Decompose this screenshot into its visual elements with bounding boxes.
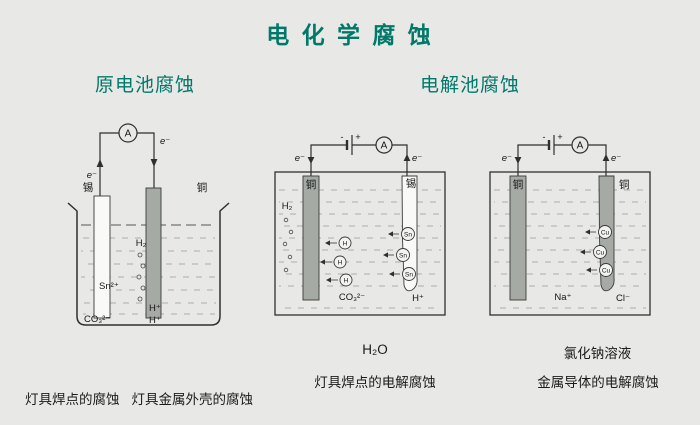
ammeter [118, 123, 138, 143]
ammeter-label: A [577, 141, 584, 152]
svg-text:H: H [343, 241, 348, 248]
caption-conductor-electrolysis: 金属导体的电解腐蚀 [537, 375, 659, 390]
electron-label-left: e⁻ [87, 170, 97, 181]
svg-text:H: H [338, 260, 343, 267]
galvanic-cell-diagram: A e⁻ e⁻ 锡 铜 H₂ Sn²⁺ CO₃²⁻ H⁺ H⁺ [67, 123, 230, 326]
galvanic-captions: 灯具焊点的腐蚀 灯具金属外壳的腐蚀 [25, 388, 285, 408]
electrolysis-tank [489, 171, 651, 316]
tin-electrode-label: 锡 [83, 181, 94, 194]
solder-electrolysis-diagram: - + A e⁻ e⁻ 铜 锡 H₂ H H [274, 132, 446, 316]
svg-text:H: H [344, 278, 349, 285]
hydrogen-ion-particles: H H H [320, 236, 353, 287]
caption-solder-corrosion: 灯具焊点的腐蚀 [25, 392, 120, 407]
electrolysis-tank [274, 171, 446, 316]
hydrogen-bubbles [136, 252, 146, 302]
h2-label: H₂ [282, 201, 293, 212]
battery-plus-label: + [557, 132, 562, 142]
copper-ion-particles: Cu Cu Cu [580, 225, 613, 277]
h-ion-label-2: H⁺ [149, 315, 161, 326]
electron-label-right: e⁻ [412, 153, 422, 164]
copper-cathode [509, 175, 527, 301]
chloride-ion-label: Cl⁻ [616, 293, 630, 304]
ammeter-label: A [125, 129, 132, 140]
solution-label-nacl: 氯化钠溶液 [563, 346, 632, 361]
electron-arrow-down-icon [307, 157, 315, 164]
electron-label-right: e⁻ [160, 136, 170, 147]
electron-label-left: e⁻ [295, 153, 305, 164]
h-ion-label: H⁺ [412, 293, 424, 304]
copper-electrode-label: 铜 [197, 182, 208, 194]
left-wire [310, 144, 347, 176]
page-title: 电 化 学 腐 蚀 [266, 22, 434, 48]
solution-label-water: H₂O [362, 342, 388, 357]
svg-text:Sn: Sn [399, 253, 407, 260]
hydrogen-bubbles [282, 217, 294, 273]
copper-cathode-label: 铜 [513, 179, 524, 191]
copper-electrode [145, 187, 162, 319]
svg-text:Cu: Cu [596, 250, 605, 257]
battery-minus-label: - [341, 132, 344, 142]
tin-ion-particles: Sn Sn Sn [383, 227, 416, 281]
electron-label-left: e⁻ [502, 153, 512, 164]
right-wire [137, 132, 155, 188]
tin-electrode [93, 195, 111, 319]
copper-cathode-label: 铜 [306, 179, 317, 191]
right-wire [588, 144, 607, 176]
carbonate-label: CO₃²⁻ [339, 292, 365, 303]
left-wire [517, 144, 549, 176]
caption-shell-corrosion: 灯具金属外壳的腐蚀 [131, 392, 254, 407]
copper-anode-label: 铜 [619, 179, 630, 191]
svg-text:Cu: Cu [601, 230, 610, 237]
svg-text:Sn: Sn [404, 232, 412, 239]
h-ion-label-1: H⁺ [149, 303, 161, 314]
left-wire [99, 132, 119, 196]
section-heading-electrolytic: 电解池腐蚀 [419, 75, 520, 96]
right-wire [392, 144, 408, 176]
sn-ion-label: Sn²⁺ [99, 281, 119, 292]
copper-cathode [302, 175, 320, 301]
battery-minus-label: - [543, 132, 546, 142]
electron-arrow-up-icon [602, 154, 610, 161]
electron-label-right: e⁻ [611, 153, 621, 164]
svg-text:Sn: Sn [405, 272, 413, 279]
electron-arrow-down-icon [150, 159, 158, 167]
carbonate-label: CO₃²⁻ [84, 314, 110, 325]
electron-arrow-up-icon [96, 159, 104, 167]
conductor-electrolysis-diagram: - + A e⁻ e⁻ 铜 铜 Cu Cu Cu Na⁺ Cl⁻ [489, 132, 651, 316]
electron-arrow-up-icon [403, 154, 411, 161]
tin-anode-label: 锡 [406, 177, 417, 190]
beaker [67, 202, 230, 326]
h2-label: H₂ [136, 238, 147, 249]
ammeter-label: A [381, 141, 388, 152]
section-heading-galvanic: 原电池腐蚀 [94, 75, 195, 96]
battery-plus-label: + [355, 132, 360, 142]
caption-solder-electrolysis: 灯具焊点的电解腐蚀 [314, 375, 436, 390]
electron-arrow-down-icon [514, 157, 522, 164]
sodium-ion-label: Na⁺ [554, 292, 571, 303]
svg-text:Cu: Cu [602, 268, 611, 275]
